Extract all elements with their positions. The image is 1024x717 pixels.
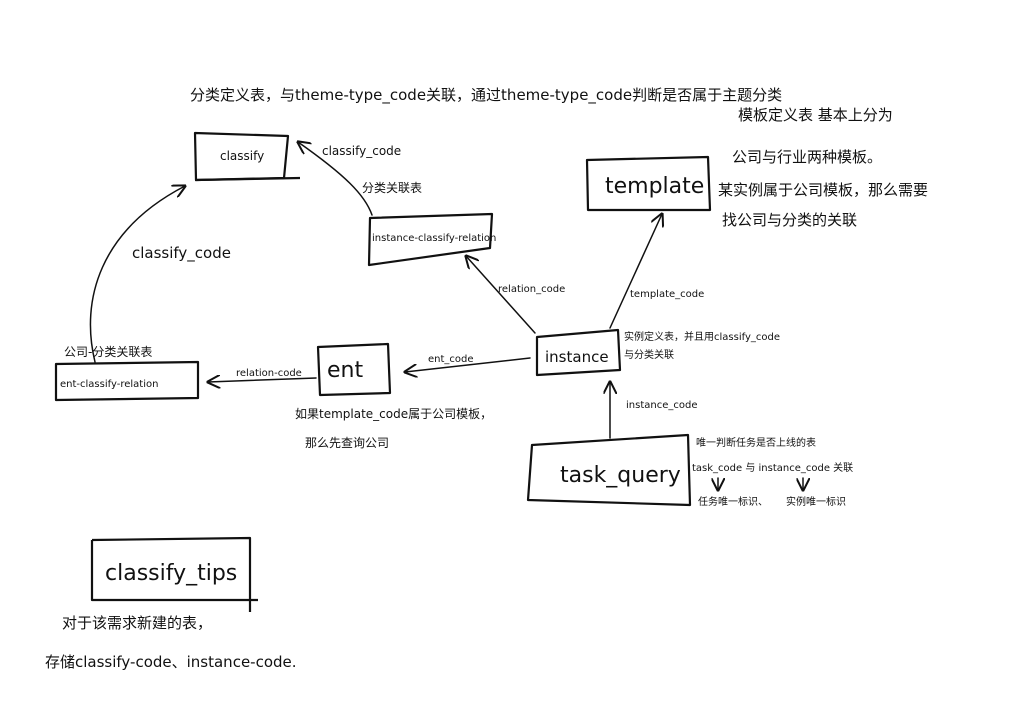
table-ent-classify-relation[interactable]: ent-classify-relation: [54, 360, 200, 402]
svg-text:task_code 与 instance_code 关联: task_code 与 instance_code 关联: [692, 461, 853, 474]
edge-ent-to-ent-relation: [208, 378, 317, 382]
edge-instance-to-ent: [405, 357, 531, 372]
edge-instance-to-relation: [466, 256, 536, 334]
edge-label-ent-code: ent_code: [428, 354, 474, 365]
table-classify-label: classify: [220, 149, 264, 163]
svg-text:模板定义表 基本上分为: 模板定义表 基本上分为: [738, 106, 893, 124]
edge-label-classify-code-2: classify_code: [132, 244, 231, 263]
table-template[interactable]: template: [585, 155, 712, 212]
table-instance[interactable]: instance: [535, 328, 622, 377]
table-classify-tips[interactable]: classify_tips: [90, 536, 258, 612]
edge-ent-relation-to-classify: [89, 186, 185, 363]
edge-label-relation-code: relation_code: [498, 284, 565, 295]
note-relation-table: 分类关联表: [362, 181, 422, 195]
svg-text:实例唯一标识: 实例唯一标识: [786, 495, 846, 508]
edge-label-template-code: template_code: [630, 289, 704, 300]
note-template: 模板定义表 基本上分为 公司与行业两种模板。 某实例属于公司模板，那么需要 找公…: [718, 106, 928, 229]
table-ent[interactable]: ent: [316, 342, 392, 397]
table-instance-label: instance: [545, 348, 609, 366]
svg-text:唯一判断任务是否上线的表: 唯一判断任务是否上线的表: [696, 436, 816, 449]
svg-text:那么先查询公司: 那么先查询公司: [305, 436, 389, 450]
note-instance: 实例定义表，并且用classify_code 与分类关联: [624, 330, 780, 361]
svg-text:任务唯一标识、: 任务唯一标识、: [698, 495, 768, 508]
table-classify-tips-label: classify_tips: [105, 561, 237, 586]
note-ent-relation: 公司-分类关联表: [64, 345, 152, 359]
table-instance-classify-relation-label: instance-classify-relation: [372, 233, 496, 244]
svg-text:某实例属于公司模板，那么需要: 某实例属于公司模板，那么需要: [718, 181, 928, 199]
table-ent-label: ent: [327, 358, 363, 383]
edge-relation-to-classify: [298, 142, 373, 216]
note-ent: 如果template_code属于公司模板， 那么先查询公司: [295, 406, 492, 450]
table-instance-classify-relation[interactable]: instance-classify-relation: [367, 212, 496, 267]
table-template-label: template: [605, 174, 704, 199]
svg-text:存储classify-code、instance-code.: 存储classify-code、instance-code.: [45, 653, 297, 671]
note-task-query: 唯一判断任务是否上线的表 task_code 与 instance_code 关…: [692, 436, 853, 508]
edge-label-classify-code: classify_code: [322, 144, 401, 158]
note-classify-tips: 对于该需求新建的表， 存储classify-code、instance-code…: [45, 614, 297, 671]
edge-label-relation-code-2: relation-code: [236, 368, 302, 379]
edge-label-instance-code: instance_code: [626, 400, 697, 411]
svg-text:与分类关联: 与分类关联: [624, 348, 674, 361]
svg-text:公司与行业两种模板。: 公司与行业两种模板。: [732, 148, 882, 166]
table-task-query[interactable]: task_query: [526, 433, 692, 507]
svg-text:找公司与分类的关联: 找公司与分类的关联: [722, 211, 857, 229]
svg-text:如果template_code属于公司模板，: 如果template_code属于公司模板，: [295, 406, 492, 421]
svg-text:实例定义表，并且用classify_code: 实例定义表，并且用classify_code: [624, 330, 780, 343]
svg-text:对于该需求新建的表，: 对于该需求新建的表，: [62, 614, 212, 632]
table-classify[interactable]: classify: [193, 131, 301, 182]
edge-instance-to-template: [609, 214, 662, 329]
table-ent-classify-relation-label: ent-classify-relation: [60, 379, 158, 390]
top-caption: 分类定义表，与theme-type_code关联，通过theme-type_co…: [190, 86, 782, 105]
table-task-query-label: task_query: [560, 463, 681, 488]
